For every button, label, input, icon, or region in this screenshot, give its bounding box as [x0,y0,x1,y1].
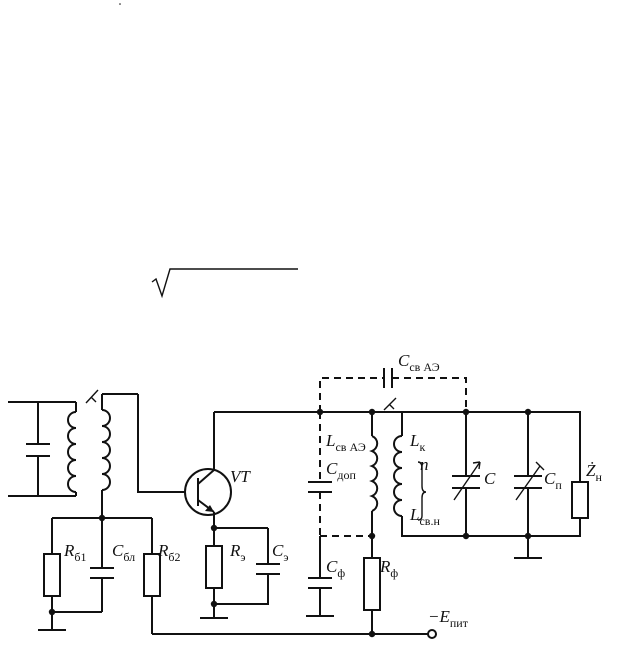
label-l-cv-n: Lсв.н [409,505,440,528]
capacitor-c-bl [90,567,114,579]
capacitor-c-e [256,563,280,575]
tuning-slug-icon [383,397,397,411]
label-l-k: Lк [409,431,425,454]
capacitor-c-dop [308,412,332,536]
label-r-b2: Rб2 [157,541,181,564]
base-bias-network [38,514,428,635]
variable-capacitor-c [452,412,481,536]
resistor-r-f [363,557,381,611]
input-tank-circuit [8,401,77,497]
transistor-vt [184,412,232,528]
label-c-f: Cф [326,557,345,580]
capacitor-c-f [308,577,332,589]
input-capacitor [26,443,50,457]
sqrt-sign [151,268,298,299]
trimmer-capacitor-c-p [514,412,545,559]
label-c-e: Cэ [272,541,289,564]
stray-mark [119,3,121,5]
input-transformer-secondary [85,389,186,518]
resistor-r-e [205,545,223,589]
label-c-cv-ae: Cсв АЭ [398,351,440,374]
coil-l-k [393,412,528,537]
input-coil [67,411,77,493]
supply-terminal [427,629,437,639]
label-vt: VT [230,467,251,486]
label-c-p: Cп [544,469,562,492]
label-c-dop: Cдоп [326,459,356,482]
label-c-bl: Cбл [112,541,135,564]
emitter-network [200,524,280,619]
tap-brace [417,461,427,521]
supply-filter [306,536,437,639]
ground-1 [38,612,66,631]
label-r-f: Rф [379,557,398,580]
ground-4 [514,536,542,559]
label-z-n: Żн [586,461,602,484]
label-r-e: Rэ [229,541,246,564]
feedback-capacitor-c-cv-ae [319,368,467,412]
resistor-r-b1 [43,553,61,597]
label-e-pit: −Eпит [428,607,469,630]
label-l-cv-ae: Lсв АЭ [325,431,366,454]
coil-l-cv-ae [369,397,397,558]
tuning-slug-icon [85,389,99,404]
resistor-r-b2 [143,553,161,597]
label-c: C [484,469,496,488]
label-r-b1: Rб1 [63,541,87,564]
load-z-n [528,411,589,537]
label-n: n [420,455,429,474]
